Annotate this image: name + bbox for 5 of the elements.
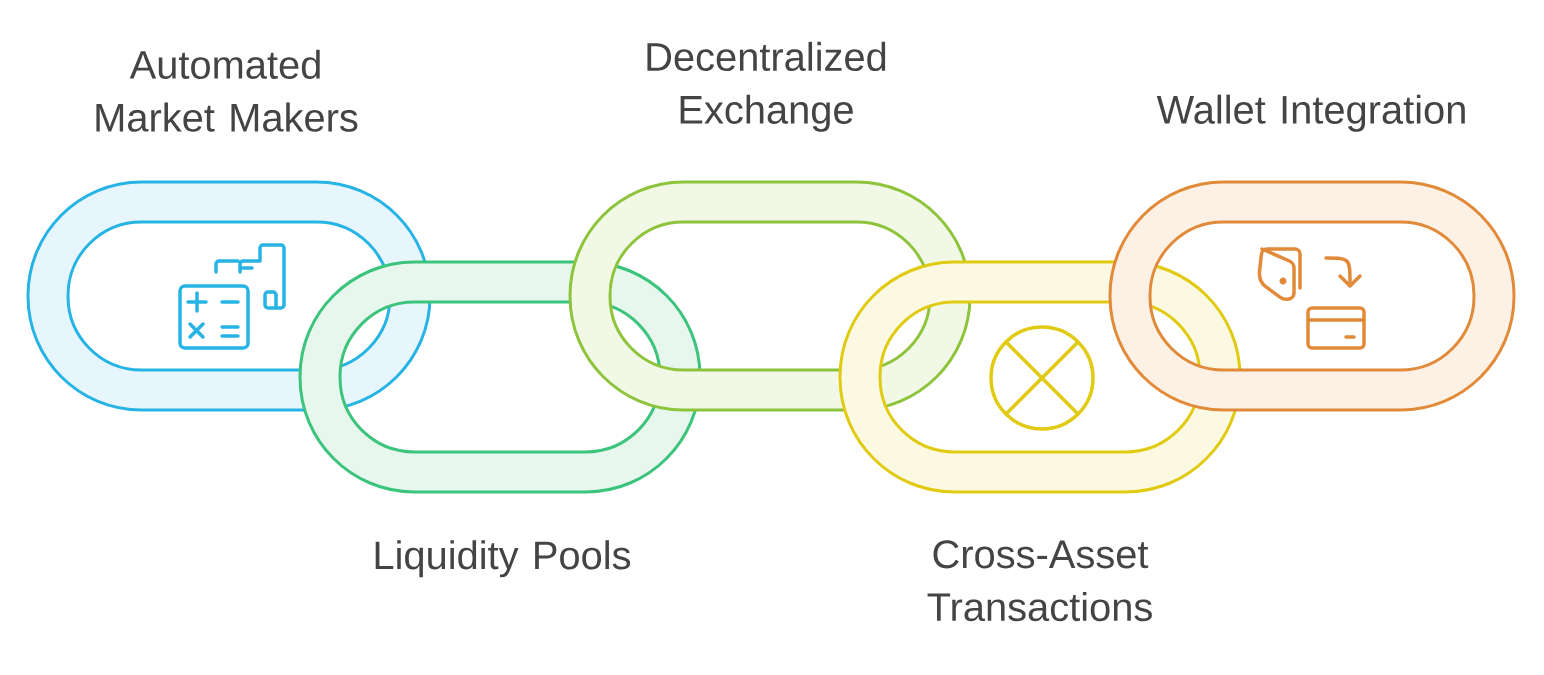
link-title: Wallet Integration [1156, 94, 1465, 132]
link-title: Cross-Asset Transactions [927, 540, 1152, 622]
link-title: Automated Market Makers [96, 49, 358, 132]
link-title: Decentralized Exchange [647, 41, 886, 132]
link-title: Liquidity Pools [375, 540, 631, 578]
